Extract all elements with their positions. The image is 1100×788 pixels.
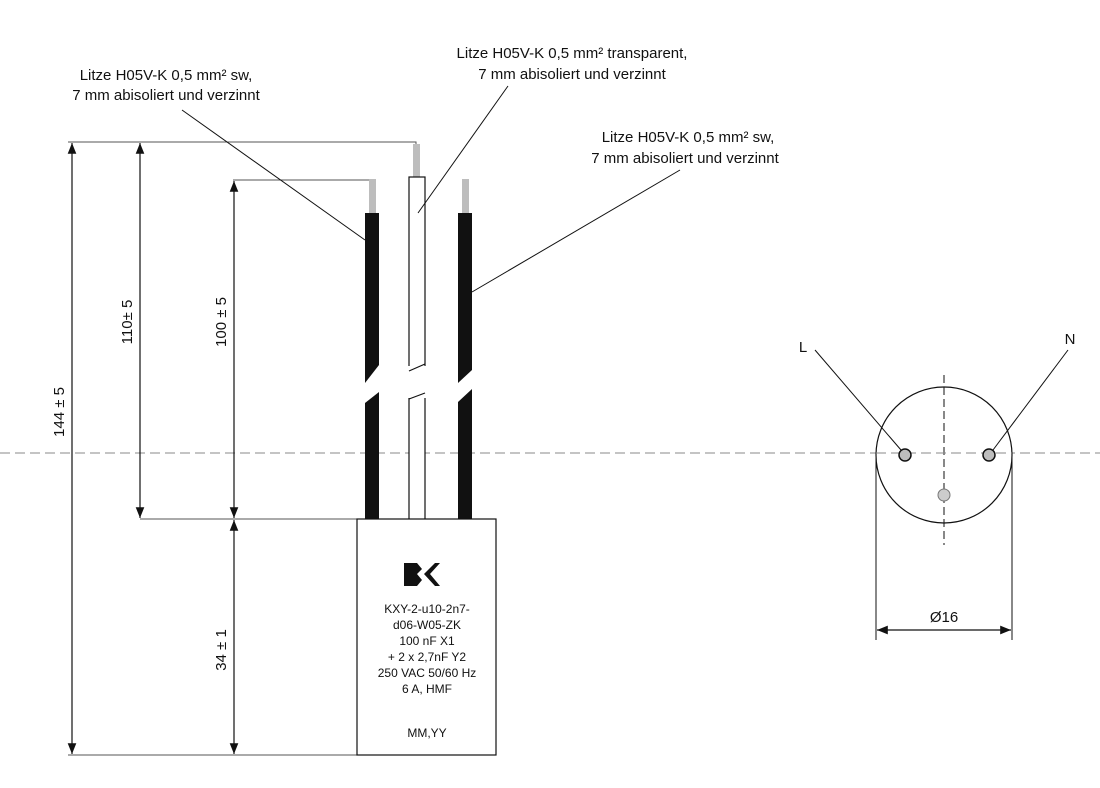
pin-label-n: N — [1065, 331, 1076, 348]
bk-logo-icon — [404, 563, 440, 586]
component-line-3: 100 nF X1 — [399, 634, 455, 648]
leader-right-wire — [471, 169, 681, 293]
callout-right-wire-line2: 7 mm abisoliert und verzinnt — [591, 150, 779, 167]
component-line-1: KXY-2-u10-2n7- — [384, 602, 470, 616]
pin-label-l: L — [799, 339, 807, 356]
component-line-2: d06-W05-ZK — [393, 618, 461, 632]
callout-right-wire-line1: Litze H05V-K 0,5 mm² sw, — [602, 129, 775, 146]
callout-left-wire-line2: 7 mm abisoliert und verzinnt — [72, 87, 260, 104]
dimension-side-wire-label: 100 ± 5 — [213, 297, 230, 347]
callout-middle-wire-line2: 7 mm abisoliert und verzinnt — [478, 66, 666, 83]
callout-left-wire-line1: Litze H05V-K 0,5 mm² sw, — [80, 67, 253, 84]
component-line-5: 250 VAC 50/60 Hz — [378, 666, 477, 680]
left-wire — [365, 179, 379, 520]
dimension-body-label: 34 ± 1 — [213, 629, 230, 671]
right-wire — [458, 179, 472, 520]
pin-left — [898, 448, 912, 462]
pin-center — [937, 488, 951, 502]
component-line-6: 6 A, HMF — [402, 682, 452, 696]
leader-left-wire — [181, 109, 366, 241]
end-view — [814, 349, 1069, 640]
component-line-4: + 2 x 2,7nF Y2 — [388, 650, 466, 664]
dimension-overall-label: 144 ± 5 — [51, 387, 68, 437]
pin-right — [982, 448, 996, 462]
leader-middle-wire — [417, 85, 509, 214]
dimension-diameter-label: Ø16 — [930, 609, 958, 626]
component-date-code: MM,YY — [407, 726, 446, 740]
dimension-middle-wire-label: 110± 5 — [119, 300, 136, 345]
middle-wire — [404, 144, 430, 521]
capacitor-body — [356, 518, 497, 756]
leader-pin-n — [992, 349, 1069, 451]
leader-pin-l — [814, 349, 902, 451]
callout-middle-wire-line1: Litze H05V-K 0,5 mm² transparent, — [457, 45, 688, 62]
